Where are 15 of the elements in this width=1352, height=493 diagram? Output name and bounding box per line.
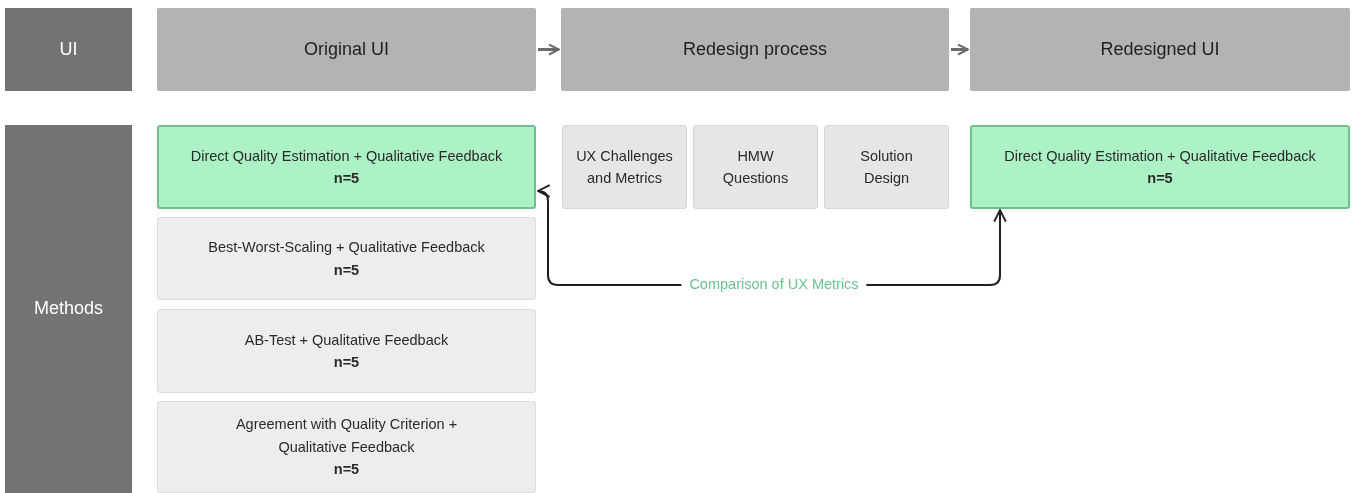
stage-box: Redesigned UI xyxy=(970,8,1350,91)
stage-box: Redesign process xyxy=(561,8,949,91)
step-box: UX Challenges and Metrics xyxy=(562,125,687,209)
method-box: AB-Test + Qualitative Feedback n=5 xyxy=(157,309,536,393)
row-header: Methods xyxy=(5,125,132,493)
method-box: Best-Worst-Scaling + Qualitative Feedback n=5 xyxy=(157,217,536,300)
stage-box: Original UI xyxy=(157,8,536,91)
arrow xyxy=(951,43,969,56)
arrow xyxy=(538,43,560,56)
method-box: Direct Quality Estimation + Qualitative Feedback n=5 xyxy=(970,125,1350,209)
row-header: UI xyxy=(5,8,132,91)
method-box: Direct Quality Estimation + Qualitative Feedback n=5 xyxy=(157,125,536,209)
step-box: Solution Design xyxy=(824,125,949,209)
step-box: HMW Questions xyxy=(693,125,818,209)
method-box: Agreement with Quality Criterion + Qualitative Feedback n=5 xyxy=(157,401,536,493)
